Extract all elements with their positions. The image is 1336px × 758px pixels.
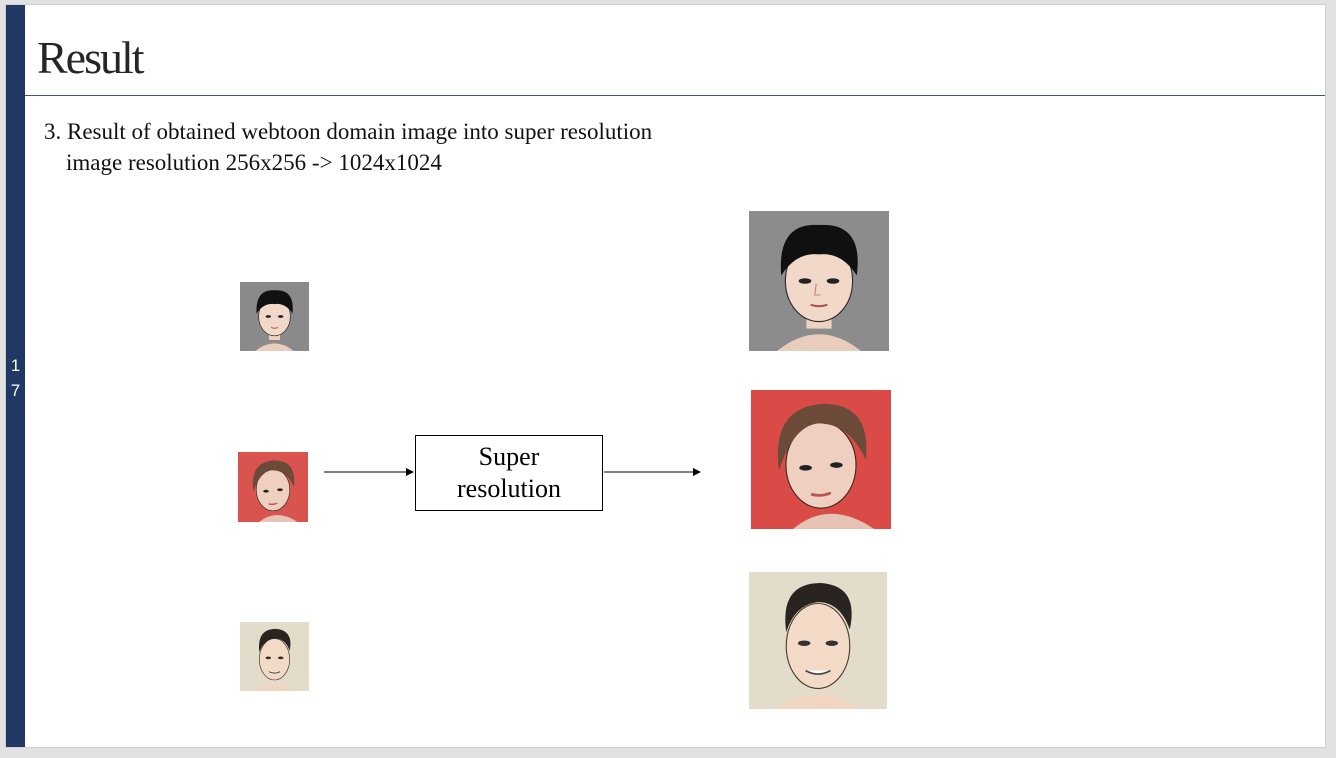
input-arrow — [324, 466, 414, 478]
super-resolution-label-line-1: Super — [478, 442, 540, 471]
low-res-portrait-2 — [238, 452, 308, 522]
title-divider — [25, 95, 1325, 96]
page-number-digit-1: 1 — [10, 356, 21, 375]
description-line-1: 3. Result of obtained webtoon domain ima… — [44, 119, 653, 144]
slide-accent-bar — [6, 5, 25, 747]
high-res-portrait-2 — [751, 390, 891, 529]
slide-title: Result — [37, 32, 145, 83]
high-res-portrait-3 — [749, 572, 887, 709]
slide: 1 7 Result 3. Result of obtained webtoon… — [5, 4, 1326, 748]
low-res-portrait-1 — [240, 282, 309, 351]
description-line-2: image resolution 256x256 -> 1024x1024 — [66, 150, 442, 175]
high-res-portrait-1 — [749, 211, 889, 351]
output-arrow — [604, 466, 701, 478]
page-number: 1 7 — [6, 353, 25, 403]
super-resolution-box: Super resolution — [415, 435, 603, 511]
low-res-portrait-3 — [240, 622, 309, 691]
super-resolution-label-line-2: resolution — [457, 474, 561, 503]
page-number-digit-2: 7 — [10, 381, 21, 400]
slide-description: 3. Result of obtained webtoon domain ima… — [44, 116, 652, 178]
